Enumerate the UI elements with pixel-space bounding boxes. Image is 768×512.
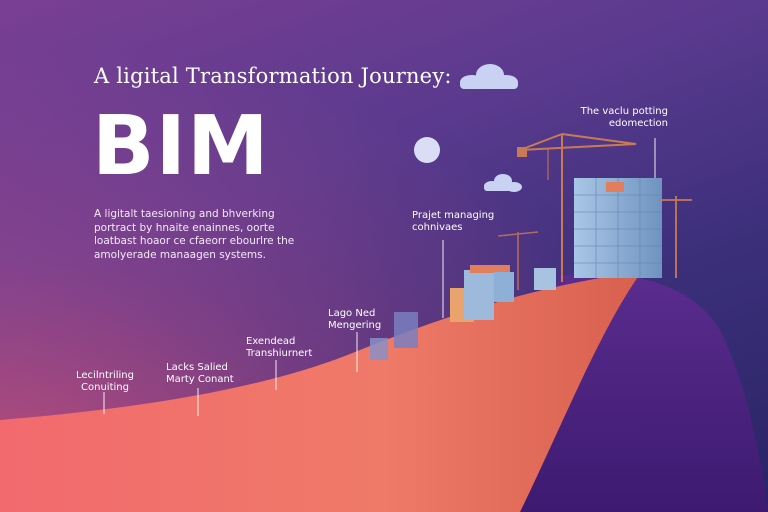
milestone-label-line: Prajet managing — [412, 210, 495, 221]
milestone-label-line: Transhiurnert — [246, 348, 313, 359]
crane-icon — [497, 231, 539, 290]
description: A ligitalt taesioning and bhverking port… — [94, 208, 295, 261]
milestone-label-line: Marty Conant — [166, 374, 234, 385]
milestone-label: The vaclu potting edomection — [580, 106, 668, 130]
milestone-label-line: Mengering — [328, 320, 382, 331]
front-hill — [0, 274, 640, 512]
crane-icon — [517, 133, 637, 282]
crane-icon — [660, 196, 692, 278]
milestone-label-line: edomection — [608, 118, 668, 129]
milestone-label-line: Exendead — [246, 336, 296, 347]
milestone-label: Exendead Transhiurnert — [246, 336, 312, 360]
milestone-label-line: Conuiting — [81, 382, 129, 393]
page-title: BIM — [92, 99, 270, 194]
building-icon — [574, 178, 662, 278]
milestone-label: Lago Ned Mengering — [328, 308, 381, 332]
milestone-label-line: Lago Ned — [328, 308, 376, 319]
cloud-icon — [484, 174, 522, 192]
milestone-label-line: Lecilntriling — [76, 370, 134, 381]
milestone-label: Prajet managing cohnivaes — [412, 210, 494, 234]
building-icon — [370, 265, 556, 360]
milestone-label: Lecilntriling Conuiting — [74, 370, 136, 394]
milestone-label-line: The vaclu potting — [580, 106, 668, 117]
milestone-label: Lacks Salied Marty Conant — [166, 362, 234, 386]
milestone-label-line: cohnivaes — [412, 222, 463, 233]
cloud-icon — [460, 64, 518, 89]
milestone-label-line: Lacks Salied — [166, 362, 228, 373]
headline: A ligital Transformation Journey: — [94, 64, 452, 88]
moon-icon — [414, 137, 440, 163]
